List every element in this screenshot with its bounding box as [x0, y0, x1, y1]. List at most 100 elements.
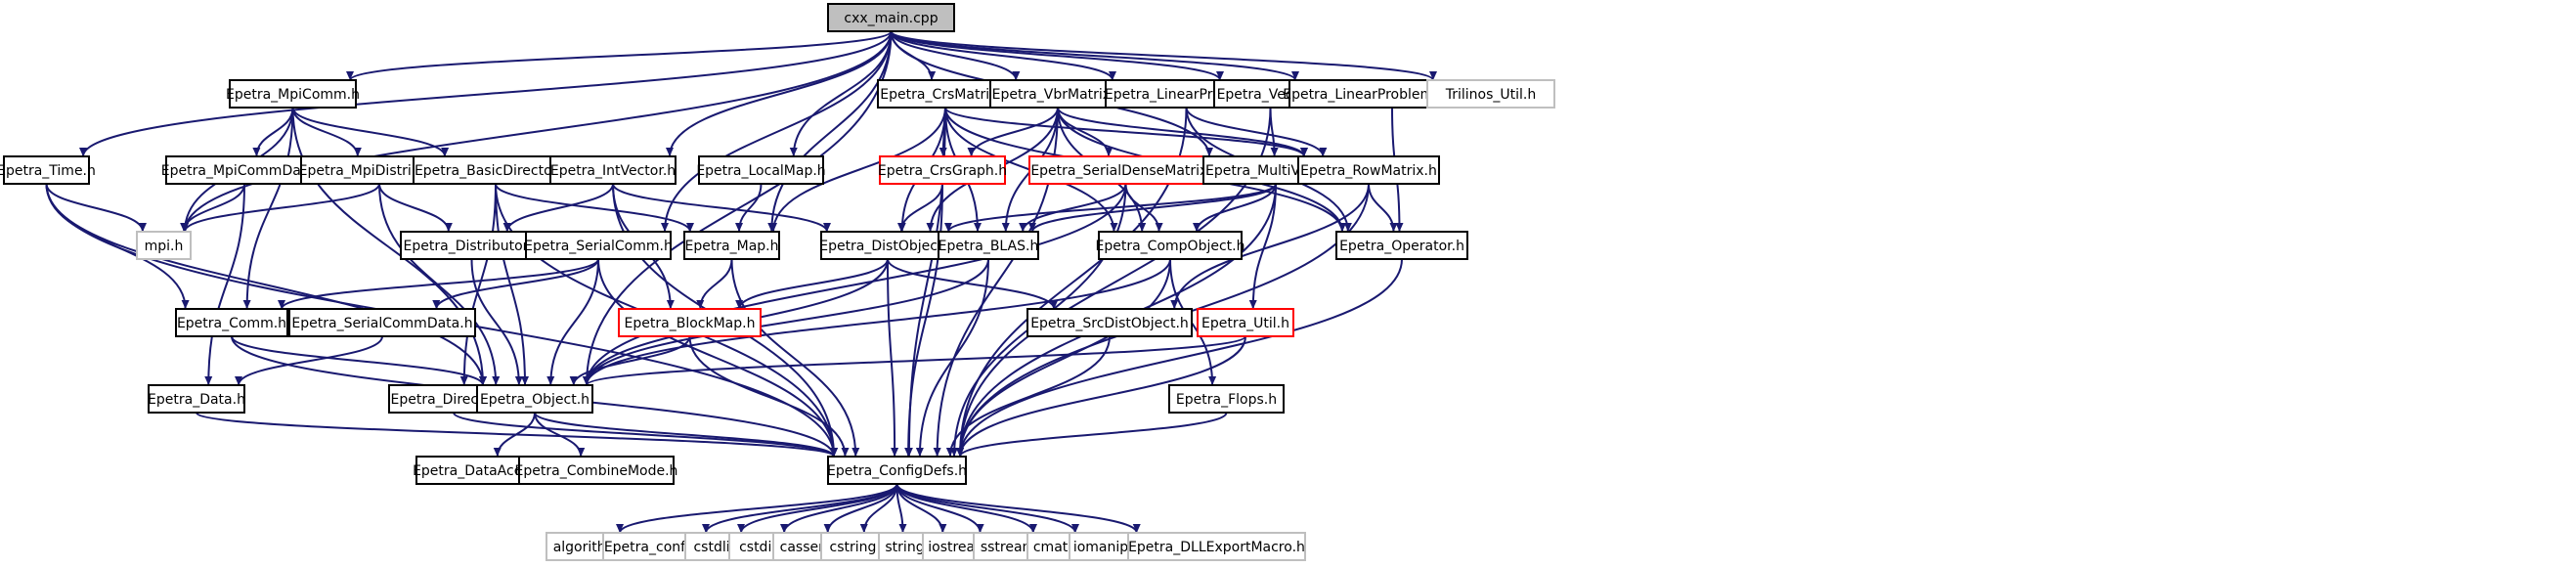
node-box: [175, 308, 288, 337]
node-label: Epetra_config.h: [604, 540, 711, 555]
node-label: cassert: [780, 540, 830, 555]
edge-Epetra_CrsGraph-to-Epetra_DistObject: [897, 183, 943, 233]
edge-Epetra_VbrMatrix-to-Epetra_CrsGraph: [967, 107, 1059, 157]
node-box: [1426, 79, 1555, 109]
node-label: cstring: [830, 540, 877, 555]
edge-Epetra_Comm-to-Epetra_Object: [231, 335, 487, 386]
node-box: [1297, 155, 1440, 185]
node-epetra-vbrmatrix[interactable]: Epetra_VbrMatrix.h: [989, 79, 1126, 109]
edge-Epetra_SerialDenseMatrix-to-Epetra_Object: [583, 183, 1127, 386]
edge-Epetra_Flops-to-Epetra_ConfigDefs: [956, 412, 1228, 458]
edge-Epetra_MpiDistributor-to-Epetra_Distributor: [378, 183, 453, 233]
node-iomanip: iomanip: [1069, 532, 1133, 561]
edge-Epetra_LocalMap-to-Epetra_Map: [735, 183, 763, 233]
edge-cxx_main-to-Epetra_LinearProblem: [890, 30, 1116, 81]
node-label: cstdio: [739, 540, 780, 555]
node-cstring: cstring: [820, 532, 886, 561]
node-label: Epetra_SerialDenseMatrix.h: [1030, 163, 1220, 179]
edge-Epetra_BLAS-to-Epetra_Object: [583, 258, 989, 386]
node-epetra-compobject[interactable]: Epetra_CompObject.h: [1096, 231, 1245, 260]
edge-Epetra_CrsMatrix-to-Epetra_RowMatrix: [944, 107, 1308, 157]
node-box: [1028, 155, 1223, 185]
node-label: cmath: [1033, 540, 1076, 555]
node-label: Epetra_DLLExportMacro.h: [1128, 540, 1305, 555]
node-label: Epetra_Util.h: [1201, 316, 1289, 331]
edge-Epetra_MpiCommData-to-Epetra_Data: [204, 183, 245, 386]
node-label: cxx_main.cpp: [844, 11, 938, 26]
node-label: Epetra_VbrMatrix.h: [992, 87, 1124, 103]
edge-Epetra_Util-to-Epetra_Object: [583, 335, 1246, 386]
edge-Epetra_Distributor-to-Epetra_Object: [470, 258, 523, 386]
node-epetra-time[interactable]: Epetra_Time.h: [0, 155, 96, 185]
node-epetra-rowmatrix[interactable]: Epetra_RowMatrix.h: [1297, 155, 1440, 185]
node-label: Epetra_Map.h: [684, 239, 778, 254]
node-epetra-configdefs[interactable]: Epetra_ConfigDefs.h: [827, 456, 967, 485]
node-box: [3, 155, 90, 185]
node-epetra-intvector[interactable]: Epetra_IntVector.h: [549, 155, 677, 185]
node-epetra-dllexportmacro: Epetra_DLLExportMacro.h: [1127, 532, 1306, 561]
node-epetra-object[interactable]: Epetra_Object.h: [476, 384, 593, 414]
node-epetra-crsgraph[interactable]: Epetra_CrsGraph.h: [878, 155, 1007, 185]
node-epetra-operator[interactable]: Epetra_Operator.h: [1335, 231, 1468, 260]
edge-Epetra_ConfigDefs-to-cstdlib: [737, 483, 898, 534]
node-epetra-combinemode[interactable]: Epetra_CombineMode.h: [515, 456, 678, 485]
edge-Epetra_ConfigDefs-to-Epetra_DLLExportMacro: [895, 483, 1141, 534]
node-label: Epetra_BlockMap.h: [625, 316, 756, 331]
edge-cxx_main-to-Epetra_LocalMap: [789, 30, 893, 157]
edge-cxx_main-to-Epetra_SerialComm: [661, 30, 893, 233]
edge-Epetra_CompObject-to-Epetra_Object: [583, 258, 1171, 386]
node-box: [1127, 532, 1306, 561]
node-cxx-main[interactable]: cxx_main.cpp: [827, 3, 955, 32]
node-epetra-mpicomm[interactable]: Epetra_MpiComm.h: [226, 79, 360, 109]
node-label: Epetra_Comm.h: [177, 316, 286, 331]
edge-Epetra_SerialComm-to-Epetra_Object: [546, 258, 599, 386]
edge-Epetra_Object-to-Epetra_ConfigDefs: [534, 412, 838, 458]
node-box: [683, 231, 780, 260]
edge-Epetra_MultiVector-to-Epetra_DistObject: [944, 183, 1277, 233]
node-box: [1026, 308, 1193, 337]
node-epetra-localmap[interactable]: Epetra_LocalMap.h: [696, 155, 826, 185]
node-box: [827, 456, 967, 485]
node-box: [820, 231, 955, 260]
node-epetra-serialdensematrix[interactable]: Epetra_SerialDenseMatrix.h: [1028, 155, 1223, 185]
edge-Epetra_MpiComm-to-Epetra_MpiDistributor: [291, 107, 362, 157]
node-epetra-srcdistobject[interactable]: Epetra_SrcDistObject.h: [1026, 308, 1193, 337]
node-label: Epetra_DistObject.h: [819, 239, 956, 254]
edge-Epetra_ConfigDefs-to-cassert: [823, 483, 898, 534]
node-box: [698, 155, 824, 185]
edge-Epetra_MultiVector-to-Epetra_CompObject: [1193, 183, 1277, 233]
node-epetra-util[interactable]: Epetra_Util.h: [1197, 308, 1294, 337]
edge-Epetra_LinearProblem-to-Epetra_RowMatrix: [1185, 107, 1328, 157]
node-mpi: mpi.h: [136, 231, 192, 260]
node-epetra-data[interactable]: Epetra_Data.h: [148, 384, 245, 414]
node-box: [1335, 231, 1468, 260]
node-box: [525, 231, 672, 260]
node-epetra-map[interactable]: Epetra_Map.h: [683, 231, 780, 260]
node-label: Epetra_Operator.h: [1339, 239, 1464, 254]
node-box: [827, 3, 955, 32]
node-box: [618, 308, 762, 337]
node-epetra-distributor[interactable]: Epetra_Distributor.h: [400, 231, 544, 260]
node-epetra-serialcommdata[interactable]: Epetra_SerialCommData.h: [288, 308, 476, 337]
node-label: Epetra_CombineMode.h: [515, 463, 678, 479]
node-epetra-comm[interactable]: Epetra_Comm.h: [175, 308, 288, 337]
node-box: [288, 308, 476, 337]
node-epetra-distobject[interactable]: Epetra_DistObject.h: [819, 231, 956, 260]
node-epetra-blas[interactable]: Epetra_BLAS.h: [938, 231, 1039, 260]
node-box: [229, 79, 357, 109]
edge-Epetra_Object-to-Epetra_CombineMode: [534, 412, 586, 458]
node-epetra-serialcomm[interactable]: Epetra_SerialComm.h: [524, 231, 673, 260]
edge-Epetra_Time-to-mpi: [45, 183, 147, 233]
node-epetra-blockmap[interactable]: Epetra_BlockMap.h: [618, 308, 762, 337]
edge-Epetra_MpiComm-to-Epetra_Comm: [242, 107, 294, 310]
edge-cxx_main-to-Epetra_Object: [583, 30, 893, 386]
edge-Epetra_CrsMatrix-to-Epetra_Map: [769, 107, 946, 233]
node-box: [136, 231, 192, 260]
edge-Epetra_MultiVector-to-Epetra_BLAS: [1028, 183, 1277, 233]
node-cassert: cassert: [772, 532, 837, 561]
node-epetra-flops[interactable]: Epetra_Flops.h: [1168, 384, 1285, 414]
edge-Epetra_SerialComm-to-Epetra_Comm: [278, 258, 599, 310]
node-box: [938, 231, 1039, 260]
node-label: string: [885, 540, 924, 555]
node-label: Epetra_Object.h: [480, 392, 589, 408]
